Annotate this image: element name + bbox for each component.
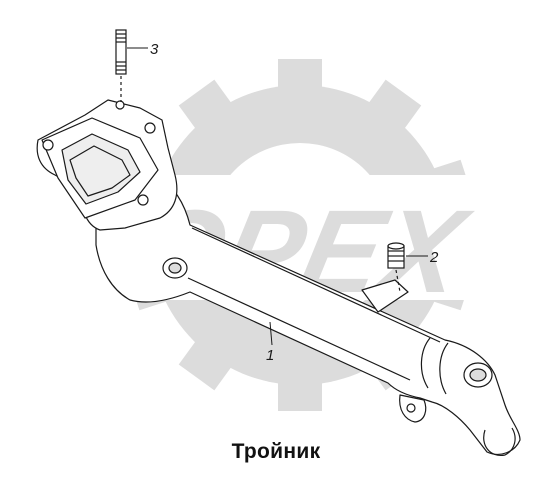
flange-hole-2	[144, 122, 156, 134]
elbow-flange-inner-edge	[69, 145, 131, 197]
plug-axis	[395, 269, 401, 293]
side-port-hole	[168, 262, 182, 274]
tee-pipe	[36, 99, 521, 457]
stud-body	[115, 29, 127, 75]
flange-hole-1	[42, 139, 54, 151]
tube-seam-lower	[187, 277, 411, 381]
tube-sleeve-left	[420, 337, 431, 389]
tube-seam-upper	[191, 227, 441, 343]
tee-tube-body	[95, 169, 521, 455]
stud-part	[115, 29, 127, 102]
callout-number-3: 3	[150, 41, 159, 58]
callout-number-2: 2	[429, 249, 439, 266]
plug-part	[387, 242, 405, 293]
callout-number-1: 1	[266, 347, 274, 364]
flange-hole-4	[115, 100, 125, 110]
tube-sleeve-right	[439, 342, 449, 395]
diagram-caption: Тройник	[231, 440, 321, 463]
bottom-outlet	[483, 427, 516, 457]
outlet-boss-hole	[469, 368, 487, 382]
flange-hole-3	[137, 194, 149, 206]
plug-boss	[361, 279, 409, 313]
plug-top	[387, 242, 405, 250]
callout-leader-1	[269, 321, 273, 346]
callouts	[127, 47, 428, 346]
lower-lug-hole	[406, 403, 416, 413]
